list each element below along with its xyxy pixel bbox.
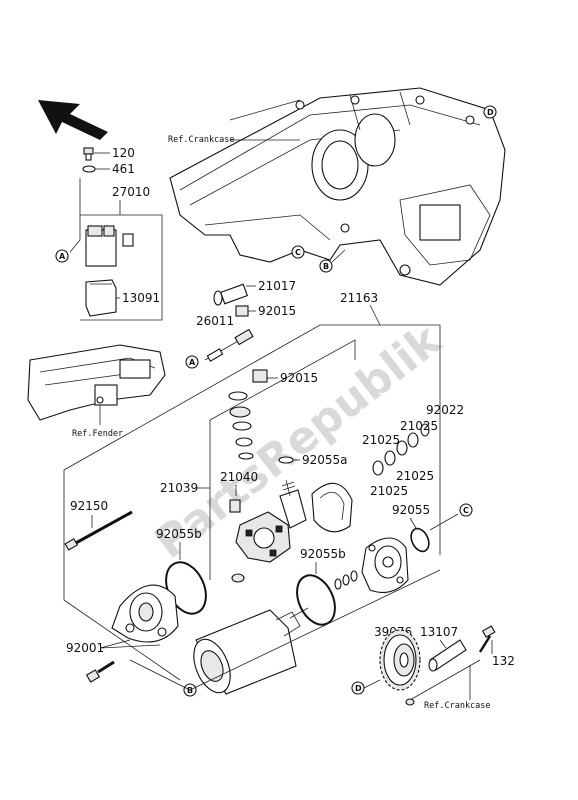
part-21040: 21040 <box>220 470 258 484</box>
brush-plate <box>279 479 307 529</box>
ref-crankcase-bottom-label: Ref.Crankcase <box>424 701 491 711</box>
part-21039: 21039 <box>160 481 198 495</box>
brush-21040 <box>229 499 241 513</box>
part-92022: 92022 <box>426 403 464 417</box>
part-92015-upper: 92015 <box>258 304 296 318</box>
crankcase-drawing <box>169 87 506 286</box>
brush-holder-21039 <box>235 511 291 563</box>
washers-21025 <box>372 423 430 476</box>
oring-92055 <box>410 527 430 553</box>
end-cover-right <box>361 537 409 593</box>
part-92055b-left: 92055b <box>156 527 202 541</box>
starter-relay-27010 <box>85 225 134 267</box>
idle-gear-39076 <box>379 629 421 691</box>
part-21025-a: 21025 <box>400 419 438 433</box>
bolt-120 <box>83 147 94 161</box>
part-21163: 21163 <box>340 291 378 305</box>
marker-c-1-label: C <box>463 506 469 515</box>
washer-stack <box>228 391 254 460</box>
marker-c-2-label: C <box>295 248 301 257</box>
cable-26011 <box>204 328 254 362</box>
marker-c-1 <box>459 503 473 517</box>
shaft-13107 <box>428 639 467 672</box>
part-21025-b: 21025 <box>362 433 400 447</box>
part-21017: 21017 <box>258 279 296 293</box>
part-92001: 92001 <box>66 641 104 655</box>
marker-a-1 <box>55 249 69 263</box>
ref-fender-label: Ref.Fender <box>72 429 123 439</box>
marker-d-1-label: D <box>355 684 362 693</box>
part-461: 461 <box>112 162 135 176</box>
small-washers <box>334 570 358 590</box>
part-26011: 26011 <box>196 314 234 328</box>
part-92055b-right: 92055b <box>300 547 346 561</box>
bolt-132 <box>478 625 496 653</box>
nut-461 <box>82 165 96 173</box>
part-132: 132 <box>492 654 515 668</box>
part-13091: 13091 <box>122 291 160 305</box>
marker-c-2 <box>291 245 305 259</box>
end-cover-left <box>111 584 179 643</box>
part-21025-d: 21025 <box>370 484 408 498</box>
part-92055a: 92055a <box>302 453 348 467</box>
part-120: 120 <box>112 146 135 160</box>
nut-92015-lower <box>252 369 268 383</box>
fender-drawing <box>27 344 166 421</box>
marker-b-2-label: B <box>323 262 329 271</box>
screw-small <box>231 573 245 583</box>
screw-92001 <box>85 660 115 683</box>
part-27010: 27010 <box>112 185 150 199</box>
magnet-cover <box>311 482 353 533</box>
marker-b-1-label: B <box>187 686 193 695</box>
direction-arrow-icon <box>38 100 108 140</box>
part-21025-c: 21025 <box>396 469 434 483</box>
sleeve-21017 <box>213 283 249 306</box>
marker-d-2 <box>483 105 497 119</box>
relay-cover-13091 <box>85 279 117 317</box>
part-92055: 92055 <box>392 503 430 517</box>
marker-d-2-label: D <box>487 108 494 117</box>
starter-motor-body <box>193 607 309 695</box>
marker-a-2 <box>185 355 199 369</box>
part-92150: 92150 <box>70 499 108 513</box>
bolt-92150 <box>64 510 133 551</box>
part-13107: 13107 <box>420 625 458 639</box>
marker-a-2-label: A <box>189 358 196 367</box>
part-92015-lower: 92015 <box>280 371 318 385</box>
marker-a-1-label: A <box>59 252 66 261</box>
ref-crankcase-top-label: Ref.Crankcase <box>168 135 235 145</box>
oring-92055a <box>278 456 294 464</box>
nut-92015-upper <box>235 305 249 317</box>
oring-92055b-right <box>296 574 336 626</box>
marker-b-2 <box>319 259 333 273</box>
